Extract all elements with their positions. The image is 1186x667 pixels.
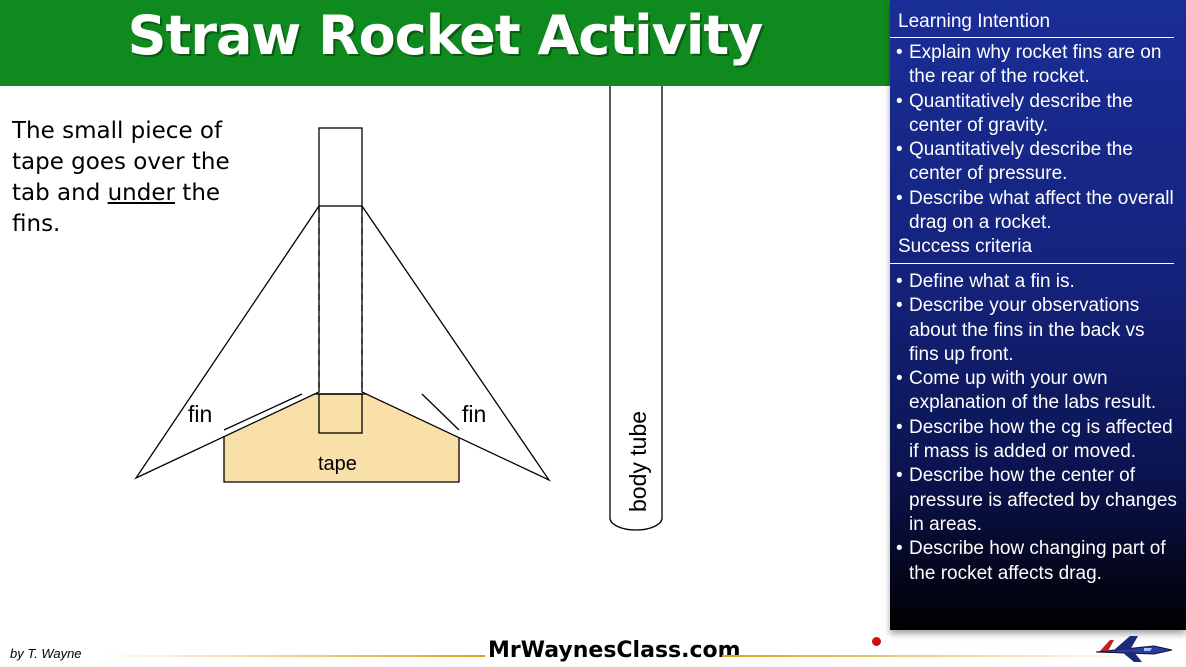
intro-text-before: The small piece of tape goes over the ta… [12,118,230,206]
site-name: MrWaynesClass.com [488,638,741,663]
footer-line-left [100,655,485,657]
tape-edge-left [223,393,303,431]
learning-heading-rule [890,37,1174,38]
jet-icon [1095,636,1173,662]
intro-text-after: the fins. [12,180,221,237]
list-item: Describe your observations about the fin… [896,294,1178,367]
intro-text: The small piece of tape goes over the ta… [12,116,244,240]
list-item: Quantitatively describe the center of pr… [896,138,1178,187]
list-item: Quantitatively describe the center of gr… [896,90,1178,139]
intro-text-emphasis: under [107,180,175,206]
fin-left-label: fin [188,401,212,427]
page-title: Straw Rocket Activity [127,4,764,67]
learning-intention-heading: Learning Intention [898,11,1051,32]
success-heading-rule [890,263,1174,264]
title-bar [0,0,890,86]
author-credit: by T. Wayne [10,646,82,661]
list-item: Define what a fin is. [896,270,1178,295]
success-criteria-heading: Success criteria [898,236,1033,257]
list-item: Describe how the cg is affected if mass … [896,416,1178,465]
tape-edge-right [421,393,460,431]
objectives-panel: Learning Intention Explain why rocket fi… [890,0,1186,630]
list-item: Come up with your own explanation of the… [896,367,1178,416]
success-criteria-list: Define what a fin is. Describe your obse… [896,270,1178,586]
footer-line-right [722,655,1142,657]
fin-right-label: fin [462,401,486,427]
body-tube [609,86,663,531]
rocket-diagram: fin fin tape body tube [134,86,663,531]
tab-end [318,393,363,434]
fin-tab [318,127,363,207]
learning-intention-list: Explain why rocket fins are on the rear … [896,41,1178,235]
list-item: Describe how the center of pressure is a… [896,464,1178,537]
list-item: Describe what affect the overall drag on… [896,187,1178,236]
red-dot [872,637,881,646]
tape-label: tape [318,453,357,475]
list-item: Explain why rocket fins are on the rear … [896,41,1178,90]
body-tube-label: body tube [625,411,651,512]
list-item: Describe how changing part of the rocket… [896,537,1178,586]
